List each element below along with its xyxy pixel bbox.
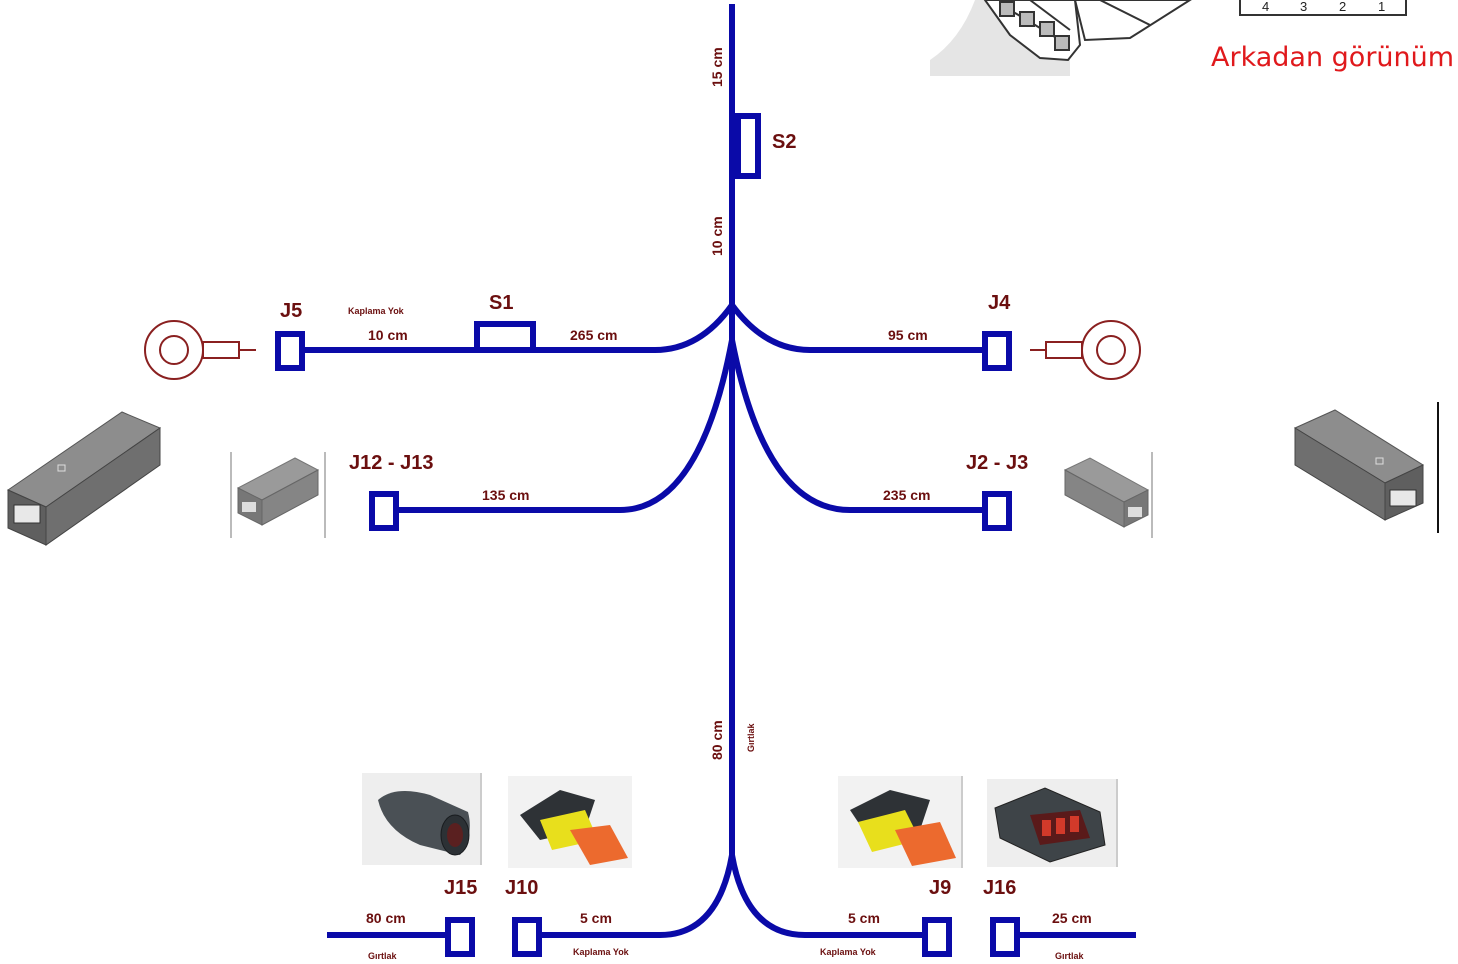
j15-branch-length: 80 cm bbox=[366, 910, 406, 926]
connector-symbols bbox=[275, 113, 1020, 957]
pin-number: 2 bbox=[1339, 0, 1346, 14]
j16-connector-symbol bbox=[990, 917, 1020, 957]
j15-connector-symbol bbox=[445, 917, 475, 957]
sealed-connector-icon bbox=[362, 773, 482, 865]
trunk-mid-length: 10 cm bbox=[709, 216, 725, 256]
branch-wire-j5 bbox=[296, 303, 735, 353]
pin-number: 1 bbox=[1378, 0, 1385, 14]
connector-housing-icon bbox=[1293, 402, 1439, 533]
j12-j13-label: J12 - J13 bbox=[349, 452, 434, 474]
branch-wire-j2 bbox=[729, 339, 990, 513]
j16-note: Gırtlak bbox=[1055, 951, 1085, 961]
branch-wire-j4 bbox=[729, 303, 990, 353]
j10-label: J10 bbox=[505, 877, 538, 899]
connector-housing-icon bbox=[1063, 452, 1153, 538]
j5-label: J5 bbox=[280, 300, 302, 322]
trunk-bottom-length: 80 cm bbox=[709, 720, 725, 760]
pin-number: 3 bbox=[1300, 0, 1307, 14]
j15-note: Gırtlak bbox=[368, 951, 398, 961]
j12-branch-length: 135 cm bbox=[482, 487, 529, 503]
j16-label: J16 bbox=[983, 877, 1016, 899]
sealed-connector-icon bbox=[838, 776, 963, 868]
j16-branch-length: 25 cm bbox=[1052, 910, 1092, 926]
j15-label: J15 bbox=[444, 877, 477, 899]
rear-view-pin-box bbox=[1239, 0, 1407, 16]
s1-label: S1 bbox=[489, 292, 513, 314]
wires bbox=[296, 4, 1136, 938]
s2-label: S2 bbox=[772, 131, 796, 153]
j10-connector-symbol bbox=[512, 917, 542, 957]
ring-terminal-icon bbox=[1030, 320, 1141, 380]
j4-connector-symbol bbox=[982, 331, 1012, 371]
j5-note: Kaplama Yok bbox=[348, 306, 405, 316]
rear-view-panel: 4 3 2 1 Arkadan görünüm bbox=[930, 0, 1454, 76]
j2-branch-length: 235 cm bbox=[883, 487, 930, 503]
connector-housing-icon bbox=[6, 411, 162, 546]
sealed-connector-icon bbox=[508, 776, 632, 868]
j9-connector-symbol bbox=[922, 917, 952, 957]
j10-branch-length: 5 cm bbox=[580, 910, 612, 926]
branch-wire-j10 bbox=[530, 854, 735, 938]
branch-wire-j12 bbox=[390, 339, 735, 513]
j4-branch-length: 95 cm bbox=[888, 327, 928, 343]
j10-note: Kaplama Yok bbox=[573, 947, 630, 957]
s1-connector-symbol bbox=[474, 321, 536, 353]
j9-note: Kaplama Yok bbox=[820, 947, 877, 957]
pin-number: 4 bbox=[1262, 0, 1269, 14]
rear-view-title: Arkadan görünüm bbox=[1211, 42, 1454, 73]
j5-to-s1-length: 10 cm bbox=[368, 327, 408, 343]
j9-label: J9 bbox=[929, 877, 951, 899]
ring-terminal-icon bbox=[144, 320, 256, 380]
branch-wire-j9 bbox=[729, 854, 930, 938]
j9-branch-length: 5 cm bbox=[848, 910, 880, 926]
j12-j13-connector-symbol bbox=[369, 491, 399, 531]
s1-branch-length: 265 cm bbox=[570, 327, 617, 343]
connector-housing-icon bbox=[230, 452, 326, 538]
j2-j3-connector-symbol bbox=[982, 491, 1012, 531]
sealed-connector-icon bbox=[987, 779, 1118, 867]
rear-view-connector-drawing bbox=[983, 0, 1192, 62]
trunk-top-length: 15 cm bbox=[709, 47, 725, 87]
trunk-bottom-note: Gırtlak bbox=[746, 722, 756, 752]
j2-j3-label: J2 - J3 bbox=[966, 452, 1028, 474]
j5-connector-symbol bbox=[275, 331, 305, 371]
j4-label: J4 bbox=[988, 292, 1011, 314]
s2-connector-symbol bbox=[735, 113, 761, 179]
